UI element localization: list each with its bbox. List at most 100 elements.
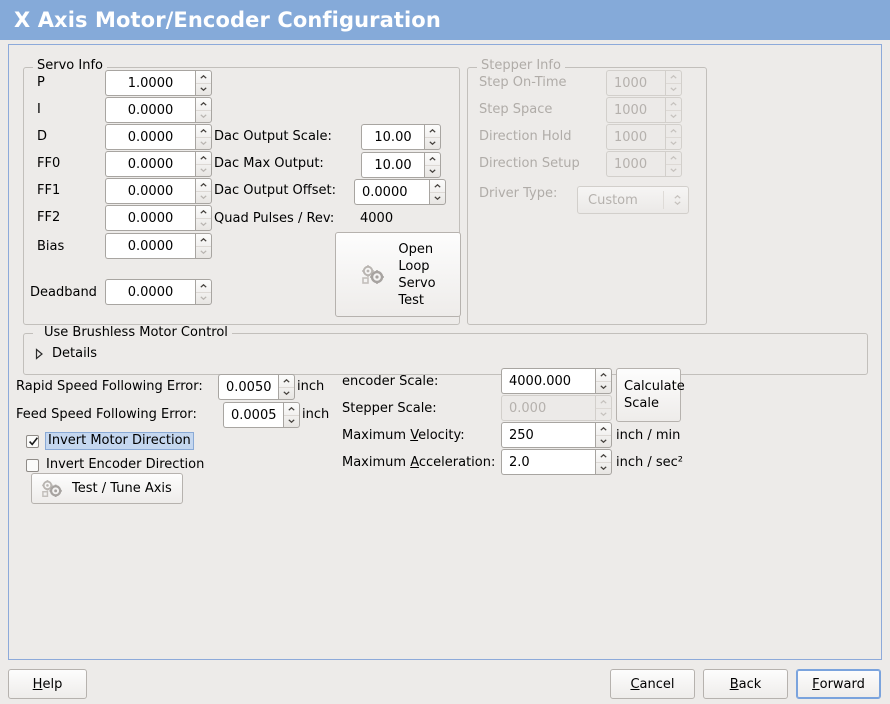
dac-max-output-stepper[interactable]	[424, 152, 441, 178]
dac-output-scale-stepper[interactable]	[424, 124, 441, 150]
invert-motor-direction-checkbox[interactable]: Invert Motor Direction	[26, 432, 194, 450]
checkbox-box[interactable]	[26, 434, 39, 448]
spin-up-button[interactable]	[196, 125, 211, 137]
servo-input-ff2[interactable]: 0.0000	[105, 205, 212, 231]
spin-up-button[interactable]	[196, 206, 211, 218]
dac-output-scale-value[interactable]: 10.00	[361, 124, 424, 150]
encoder-scale-value[interactable]: 4000.000	[501, 368, 595, 394]
spin-down-button[interactable]	[279, 386, 294, 400]
dac-output-offset-value[interactable]: 0.0000	[354, 179, 429, 205]
servo-input-ff1[interactable]: 0.0000	[105, 178, 212, 204]
dac-output-scale-input[interactable]: 10.00	[361, 124, 441, 150]
spin-down-button[interactable]	[196, 82, 211, 96]
spin-up-button[interactable]	[196, 98, 211, 110]
direction-setup-input: 1000	[606, 151, 682, 177]
spin-up-button[interactable]	[430, 180, 445, 192]
test-tune-axis-button[interactable]: Test / Tune Axis	[31, 473, 183, 504]
maximum-velocity-stepper[interactable]	[595, 422, 612, 448]
servo-input-i-stepper[interactable]	[195, 97, 212, 123]
use-brushless-motor-control-checkbox[interactable]: Use Brushless Motor Control	[33, 325, 232, 340]
calculate-scale-button[interactable]: Calculate Scale	[616, 368, 685, 422]
servo-input-deadband[interactable]: 0.0000	[105, 279, 212, 305]
spin-down-button[interactable]	[196, 136, 211, 150]
spin-up-button[interactable]	[284, 403, 299, 415]
servo-input-bias-value[interactable]: 0.0000	[105, 233, 195, 259]
spin-up-button[interactable]	[596, 369, 611, 381]
servo-input-d-value[interactable]: 0.0000	[105, 124, 195, 150]
dac-output-offset-stepper[interactable]	[429, 179, 446, 205]
spin-up-button[interactable]	[279, 375, 294, 387]
spin-up-button[interactable]	[196, 152, 211, 164]
spin-up-button	[666, 71, 681, 83]
servo-input-ff0-value[interactable]: 0.0000	[105, 151, 195, 177]
servo-input-bias[interactable]: 0.0000	[105, 233, 212, 259]
spin-up-button[interactable]	[196, 179, 211, 191]
maximum-acceleration-value[interactable]: 2.0	[501, 449, 595, 475]
spin-down-button[interactable]	[196, 109, 211, 123]
dac-max-output-value[interactable]: 10.00	[361, 152, 424, 178]
rapid-following-error-value[interactable]: 0.0050	[218, 374, 278, 400]
checkbox-box[interactable]	[26, 458, 39, 472]
spin-down-button[interactable]	[430, 191, 445, 205]
servo-input-i-value[interactable]: 0.0000	[105, 97, 195, 123]
servo-input-ff2-stepper[interactable]	[195, 205, 212, 231]
encoder-scale-stepper[interactable]	[595, 368, 612, 394]
spin-up-button[interactable]	[196, 71, 211, 83]
spin-down-button[interactable]	[196, 245, 211, 259]
servo-input-i[interactable]: 0.0000	[105, 97, 212, 123]
servo-input-p-stepper[interactable]	[195, 70, 212, 96]
rapid-following-error-stepper[interactable]	[278, 374, 295, 400]
invert-encoder-direction-checkbox[interactable]: Invert Encoder Direction	[26, 457, 204, 473]
spin-down-button[interactable]	[284, 414, 299, 428]
servo-input-ff0[interactable]: 0.0000	[105, 151, 212, 177]
spin-up-button[interactable]	[596, 423, 611, 435]
maximum-acceleration-stepper[interactable]	[595, 449, 612, 475]
rapid-following-error-input[interactable]: 0.0050	[218, 374, 295, 400]
servo-input-ff0-stepper[interactable]	[195, 151, 212, 177]
servo-input-d-stepper[interactable]	[195, 124, 212, 150]
servo-input-bias-stepper[interactable]	[195, 233, 212, 259]
servo-input-ff1-value[interactable]: 0.0000	[105, 178, 195, 204]
spin-down-button[interactable]	[196, 163, 211, 177]
feed-following-error-value[interactable]: 0.0005	[223, 402, 283, 428]
servo-input-ff2-value[interactable]: 0.0000	[105, 205, 195, 231]
spin-down-button[interactable]	[425, 164, 440, 178]
encoder-scale-input[interactable]: 4000.000	[501, 368, 612, 394]
spin-up-button[interactable]	[425, 125, 440, 137]
servo-input-p-value[interactable]: 1.0000	[105, 70, 195, 96]
spin-up-button[interactable]	[196, 280, 211, 292]
spin-down-button[interactable]	[196, 190, 211, 204]
spin-up-button[interactable]	[425, 153, 440, 165]
feed-following-error-input[interactable]: 0.0005	[223, 402, 300, 428]
test-tune-axis-label: Test / Tune Axis	[72, 481, 172, 496]
gears-icon	[40, 479, 64, 499]
maximum-acceleration-input[interactable]: 2.0	[501, 449, 612, 475]
spin-up-button[interactable]	[596, 450, 611, 462]
details-expander[interactable]: Details	[34, 346, 97, 362]
servo-input-deadband-stepper[interactable]	[195, 279, 212, 305]
servo-input-d[interactable]: 0.0000	[105, 124, 212, 150]
dac-output-offset-input[interactable]: 0.0000	[354, 179, 446, 205]
servo-input-deadband-value[interactable]: 0.0000	[105, 279, 195, 305]
servo-input-ff1-stepper[interactable]	[195, 178, 212, 204]
step-space-label: Step Space	[479, 102, 553, 117]
dac-max-output-input[interactable]: 10.00	[361, 152, 441, 178]
spin-up-button[interactable]	[196, 234, 211, 246]
servo-info-legend: Servo Info	[33, 59, 107, 73]
spin-down-button[interactable]	[196, 291, 211, 305]
maximum-velocity-input[interactable]: 250	[501, 422, 612, 448]
combo-separator	[663, 191, 664, 209]
feed-following-error-stepper[interactable]	[283, 402, 300, 428]
spin-down-button[interactable]	[596, 434, 611, 448]
spin-down-button[interactable]	[425, 136, 440, 150]
open-loop-servo-test-button[interactable]: Open Loop Servo Test	[335, 232, 461, 317]
servo-input-p[interactable]: 1.0000	[105, 70, 212, 96]
spin-down-button[interactable]	[596, 461, 611, 475]
spin-down-button[interactable]	[596, 380, 611, 394]
spin-down-button[interactable]	[196, 217, 211, 231]
maximum-velocity-value[interactable]: 250	[501, 422, 595, 448]
